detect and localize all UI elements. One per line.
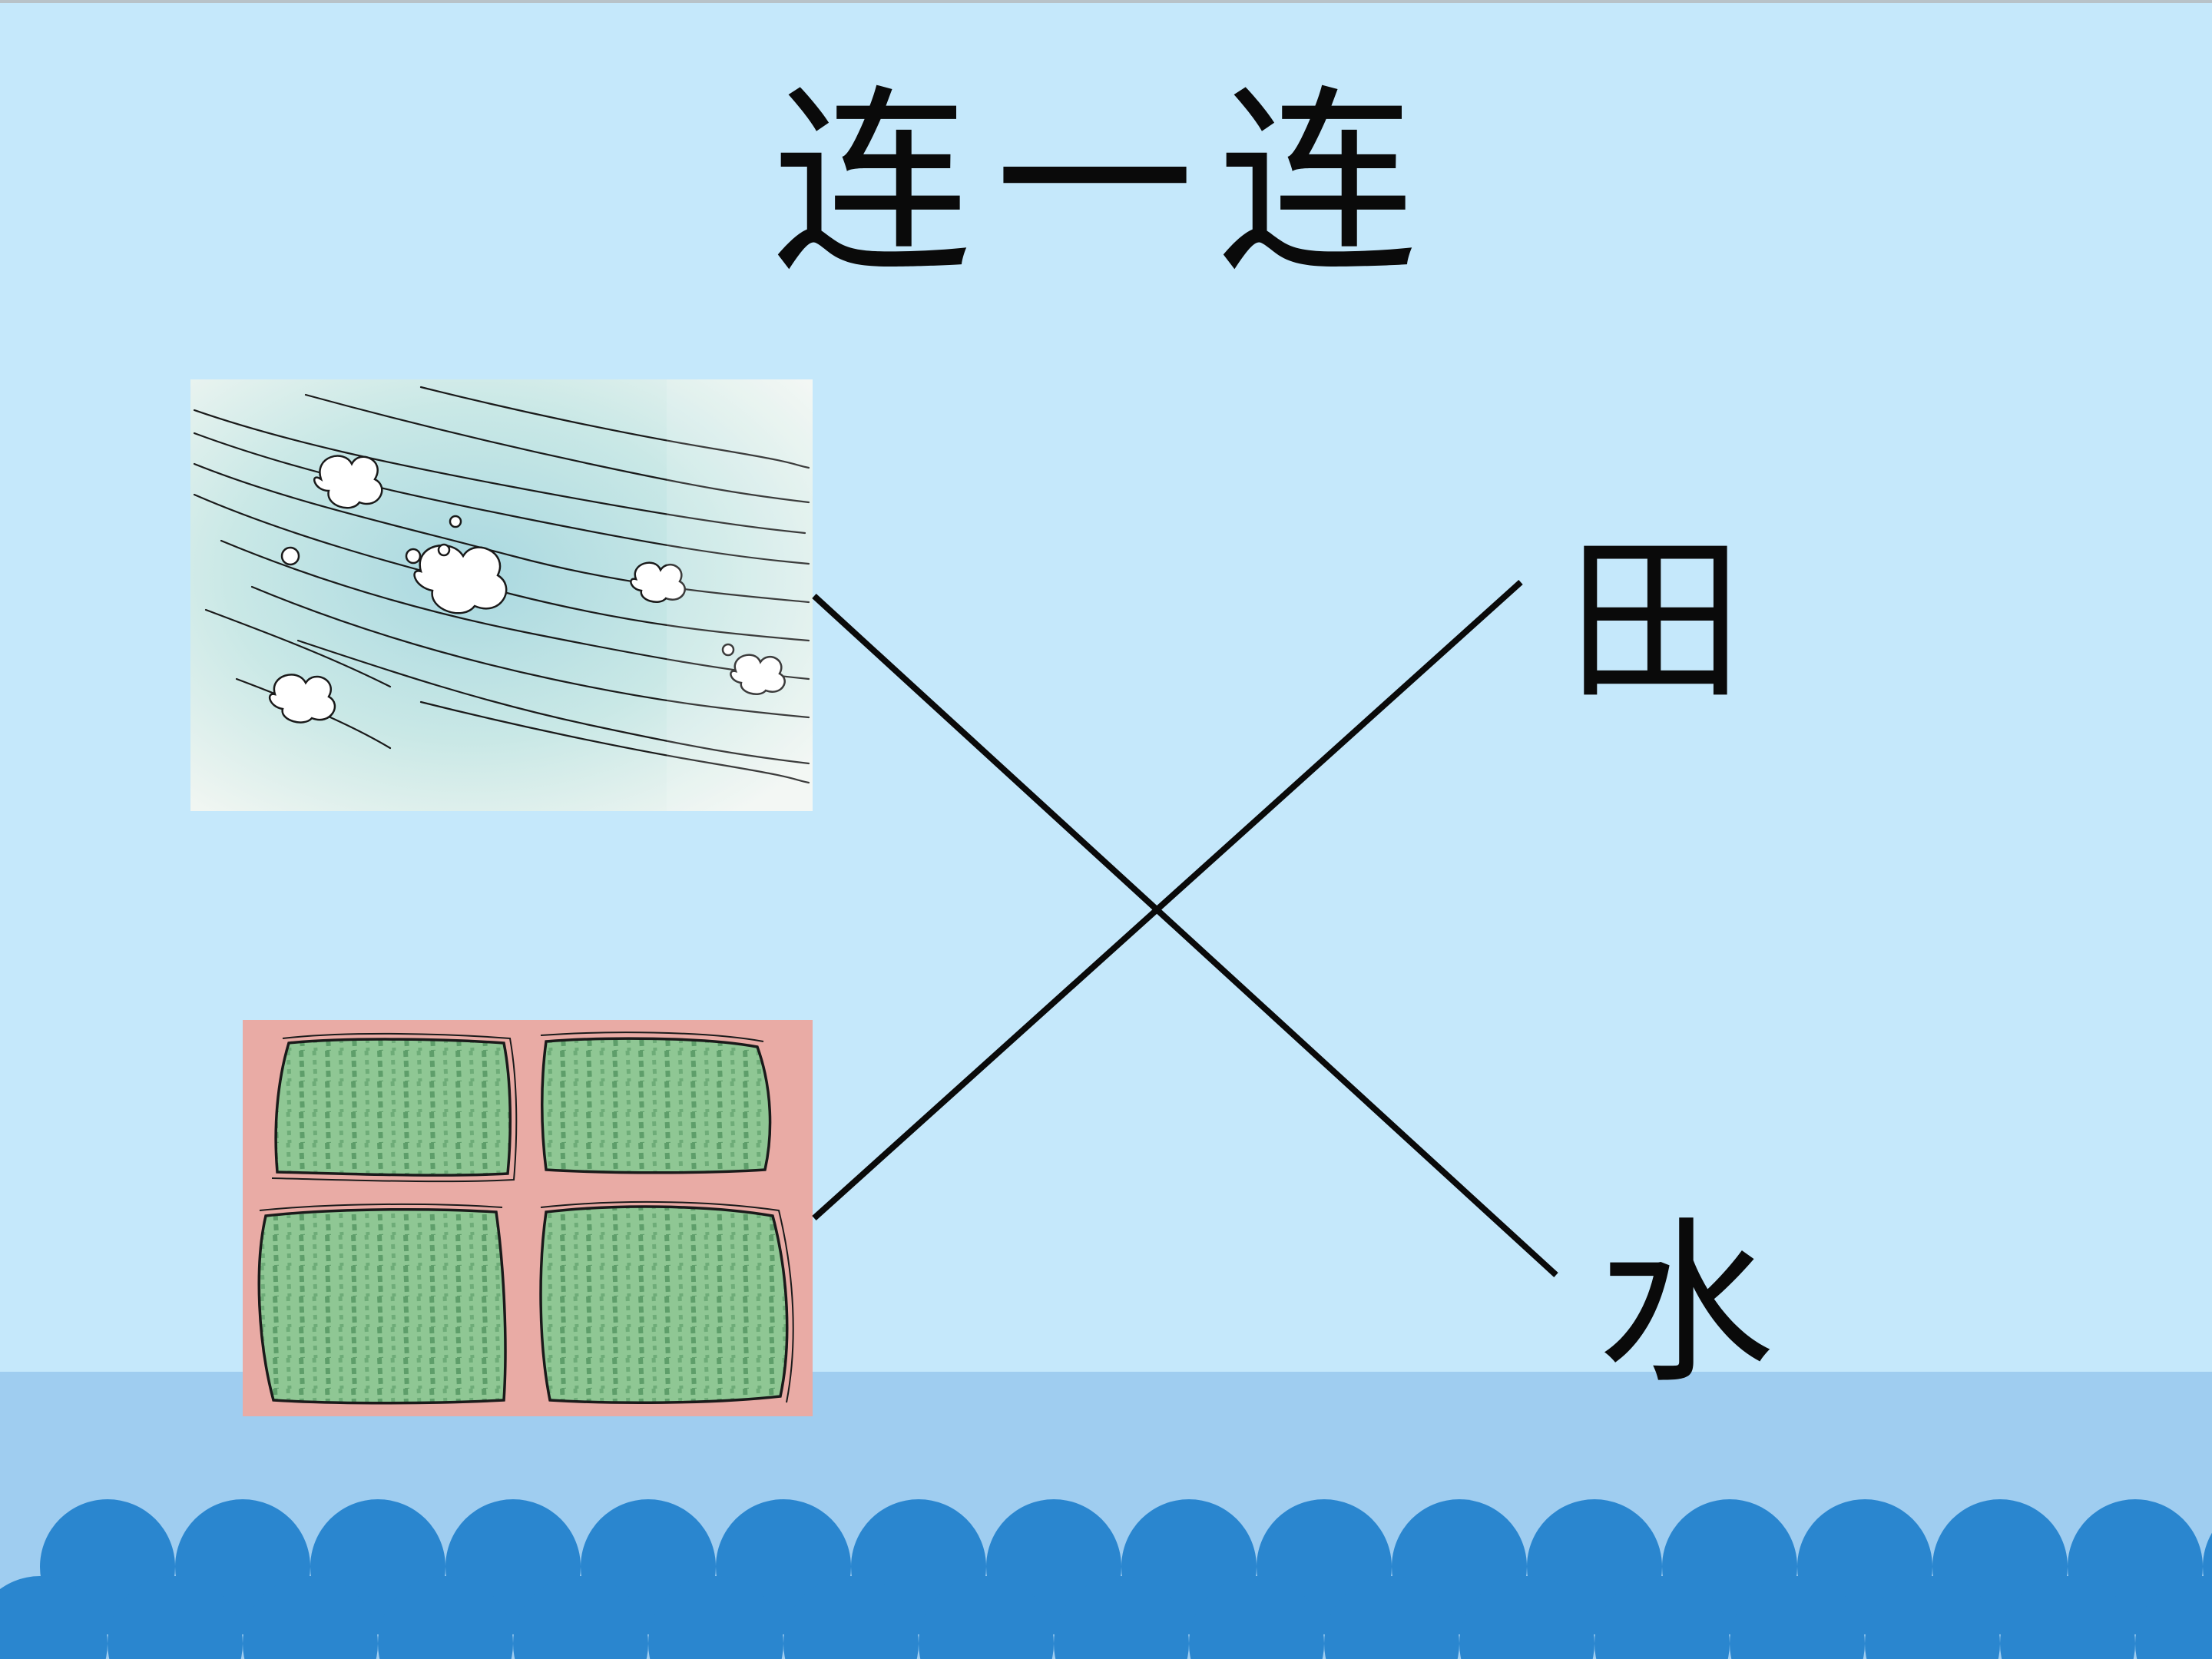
water-waves-icon — [190, 379, 813, 811]
wave-scallop — [378, 1576, 513, 1659]
character-tian[interactable]: 田 — [1567, 519, 1744, 724]
wave-scallop — [1594, 1576, 1730, 1659]
wave-scallop — [1865, 1576, 2000, 1659]
wave-scallop — [648, 1576, 783, 1659]
wave-scallop — [1324, 1576, 1459, 1659]
rice-field-icon — [243, 1020, 813, 1416]
wave-scallop — [919, 1576, 1054, 1659]
wave-scallop — [108, 1576, 243, 1659]
connector-water-to-shui — [812, 594, 1558, 1277]
wave-scallop — [783, 1576, 919, 1659]
wave-scallop — [1459, 1576, 1594, 1659]
wave-scallop — [1730, 1576, 1865, 1659]
wave-scallop — [2000, 1576, 2135, 1659]
wave-scallop — [513, 1576, 648, 1659]
character-shui[interactable]: 水 — [1598, 1203, 1775, 1408]
water-picture[interactable] — [190, 379, 813, 811]
wave-decoration — [0, 1499, 2212, 1659]
slide-top-edge — [0, 0, 2212, 3]
wave-scallop — [1054, 1576, 1189, 1659]
connector-field-to-tian — [812, 580, 1523, 1220]
wave-scallop — [0, 1576, 108, 1659]
page-title: 连一连 — [772, 68, 1440, 300]
field-picture[interactable] — [243, 1020, 813, 1416]
wave-scallop — [2135, 1576, 2212, 1659]
wave-scallop — [243, 1576, 378, 1659]
wave-scallop — [1189, 1576, 1324, 1659]
